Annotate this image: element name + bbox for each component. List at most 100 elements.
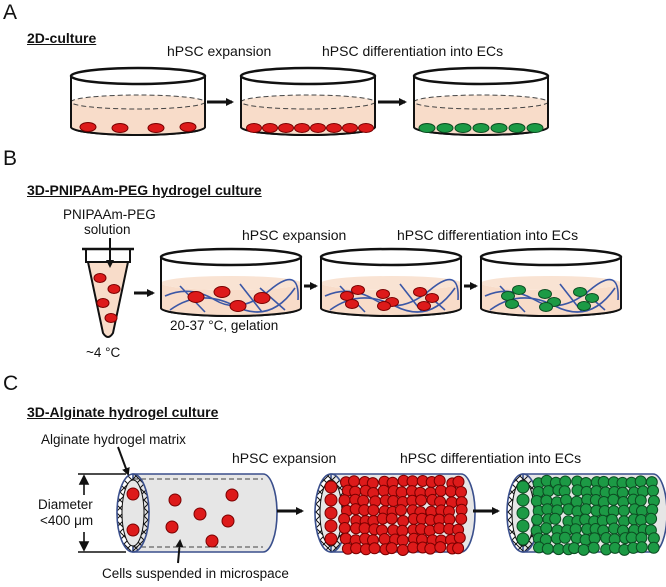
cell-group-a1: [79, 122, 197, 133]
cell-icon: [376, 289, 390, 299]
cell-icon: [246, 123, 262, 133]
cell-icon: [597, 475, 610, 488]
panel-letter-c: C: [3, 372, 19, 395]
cell-icon: [433, 522, 446, 535]
gelation-label: 20-37 °C, gelation: [170, 318, 279, 333]
panel-title-a: 2D-culture: [27, 30, 97, 46]
cell-icon: [104, 313, 118, 323]
cell-icon: [573, 287, 587, 297]
cell-icon: [221, 514, 235, 528]
cell-icon: [577, 301, 591, 311]
cell-icon: [339, 532, 352, 545]
cell-icon: [93, 273, 107, 283]
cell-icon: [310, 123, 326, 133]
cell-icon: [205, 534, 219, 548]
cell-icon: [433, 474, 446, 487]
cell-icon: [294, 123, 310, 133]
cell-icon: [418, 123, 436, 133]
cell-icon: [452, 542, 465, 555]
cell-icon: [348, 475, 360, 488]
step-label-a-differentiation: hPSC differentiation into ECs: [322, 43, 504, 59]
cell-icon: [213, 286, 231, 298]
cell-icon: [385, 542, 398, 555]
panel-title-c: 3D-Alginate hydrogel culture: [27, 404, 219, 420]
cell-icon: [351, 285, 365, 295]
solution-label-line2: solution: [84, 222, 131, 237]
cell-icon: [229, 300, 247, 312]
cell-icon: [111, 123, 129, 133]
cell-icon: [413, 287, 427, 297]
step-label-b-differentiation: hPSC differentiation into ECs: [397, 227, 579, 243]
cell-icon: [253, 292, 271, 304]
cell-icon: [516, 506, 530, 520]
panel-a-2d-culture: [69, 66, 550, 136]
cell-icon: [444, 485, 457, 498]
cell-icon: [358, 123, 374, 133]
panel-b-pnipaam-culture: [82, 238, 623, 338]
cell-icon: [647, 541, 660, 554]
cell-icon: [338, 494, 351, 507]
step-label-c-expansion: hPSC expansion: [232, 450, 337, 466]
cell-icon: [358, 522, 371, 535]
cell-icon: [126, 487, 140, 501]
cell-icon: [472, 123, 490, 133]
cell-icon: [635, 541, 648, 554]
cell-icon: [179, 122, 197, 132]
cell-icon: [577, 543, 590, 556]
cell-icon: [516, 480, 530, 494]
diameter-label-line1: Diameter: [38, 497, 93, 512]
cell-icon: [505, 299, 519, 309]
cell-icon: [278, 123, 294, 133]
cell-icon: [168, 493, 182, 507]
dish-icon: [239, 66, 377, 136]
cell-icon: [516, 532, 530, 546]
cell-icon: [324, 519, 338, 533]
matrix-label: Alginate hydrogel matrix: [41, 432, 186, 447]
dish-icon: [69, 66, 207, 136]
panel-letter-a: A: [3, 1, 18, 24]
cell-icon: [647, 484, 659, 497]
panel-c-alginate-culture: [78, 446, 666, 564]
cell-icon: [324, 480, 338, 494]
cell-icon: [326, 123, 342, 133]
cell-icon: [225, 488, 239, 502]
cell-icon: [338, 522, 351, 534]
cell-icon: [425, 293, 439, 303]
cell-icon: [396, 544, 409, 556]
cell-icon: [587, 541, 600, 554]
cell-icon: [324, 506, 338, 520]
cell-icon: [541, 503, 554, 516]
cell-icon: [455, 512, 468, 525]
cell-icon: [436, 123, 454, 133]
cell-icon: [385, 512, 398, 525]
cell-icon: [434, 541, 447, 554]
cell-icon: [434, 484, 447, 497]
cell-icon: [378, 533, 391, 545]
cold-temperature-label: ~4 °C: [86, 345, 121, 360]
tube-icon: [82, 247, 134, 338]
cell-icon: [516, 493, 530, 507]
cell-icon: [96, 298, 110, 308]
cells-suspended-label: Cells suspended in microspace: [102, 566, 289, 581]
cell-groups-b: [187, 285, 599, 312]
cell-icon: [368, 542, 381, 555]
cell-icon: [454, 123, 472, 133]
cell-icon: [541, 542, 554, 555]
cell-icon: [539, 302, 553, 312]
cell-icon: [126, 523, 140, 537]
diameter-bracket: [78, 473, 126, 553]
cell-group-a3: [418, 123, 544, 133]
cell-icon: [540, 522, 553, 535]
cell-icon: [424, 542, 437, 555]
cell-icon: [452, 475, 465, 488]
cell-icon: [512, 285, 526, 295]
cell-icon: [406, 475, 419, 488]
cell-icon: [324, 493, 338, 507]
step-label-c-differentiation: hPSC differentiation into ECs: [400, 450, 582, 466]
cell-icon: [580, 503, 592, 516]
arrow-icon: [117, 446, 130, 476]
panel-letter-b: B: [3, 147, 18, 170]
step-label-b-expansion: hPSC expansion: [242, 227, 347, 243]
cell-icon: [531, 513, 544, 526]
